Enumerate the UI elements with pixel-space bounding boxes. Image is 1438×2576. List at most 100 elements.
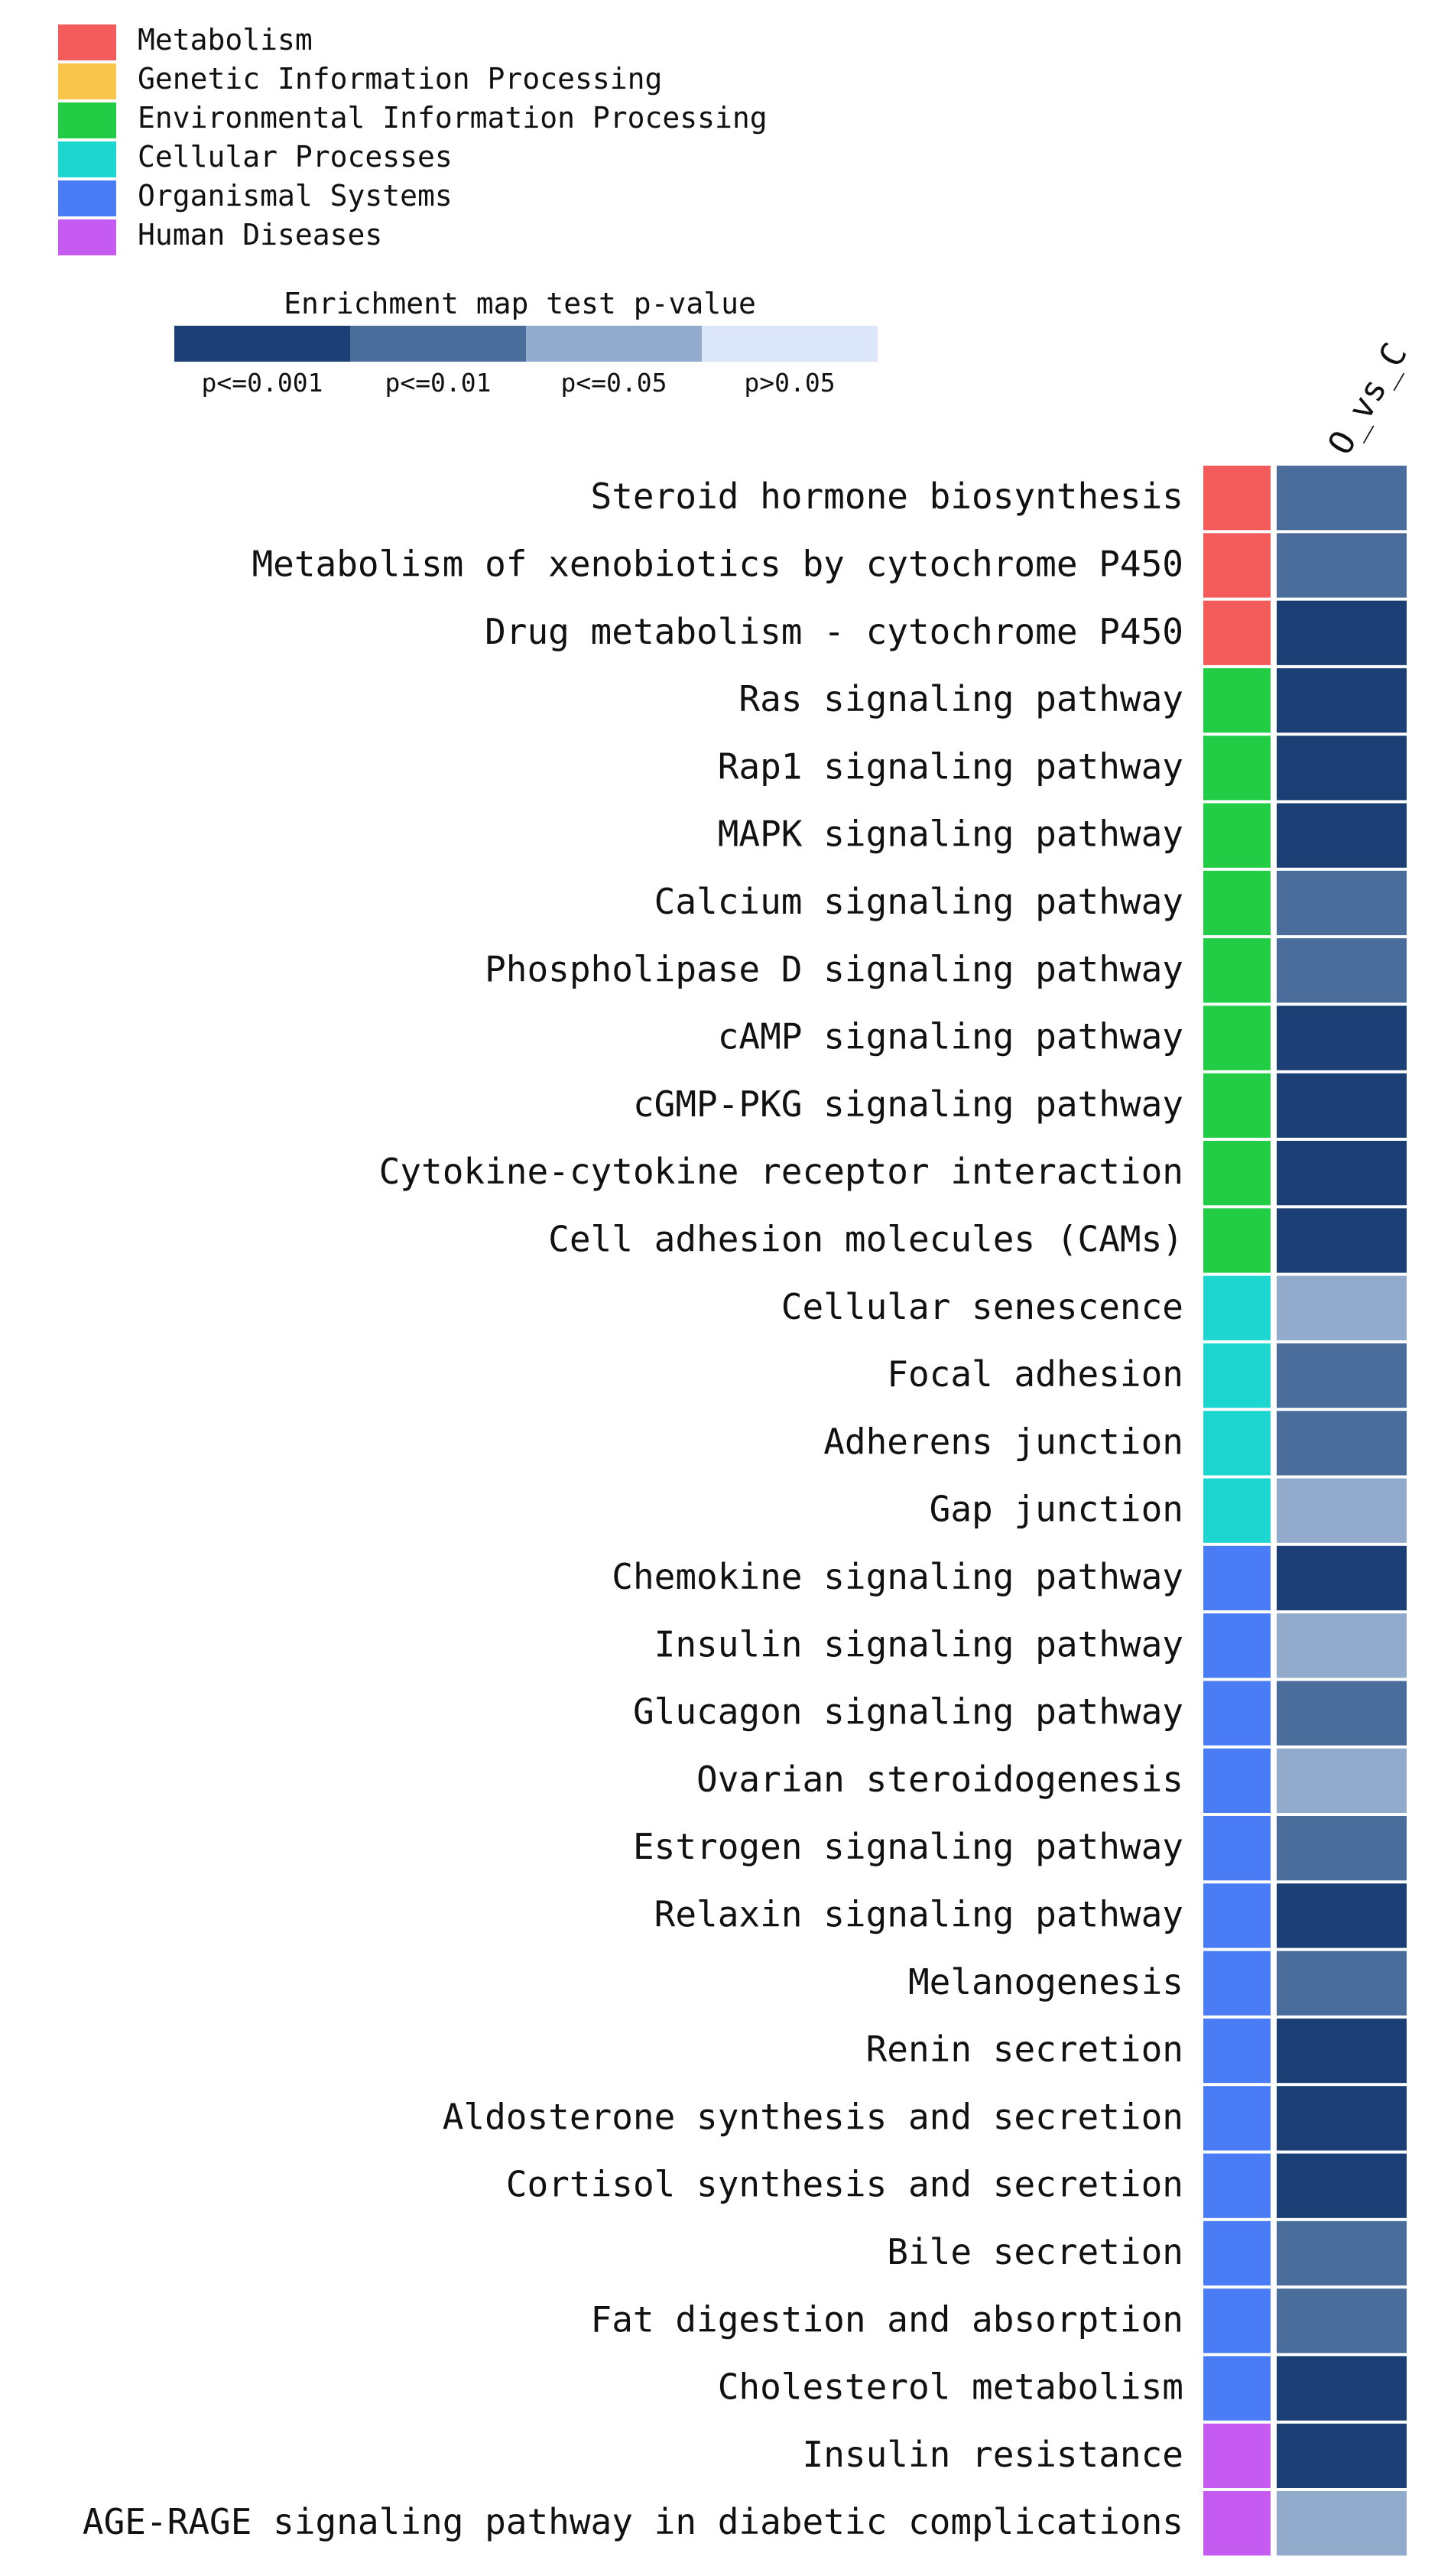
pvalue-legend-swatch — [526, 326, 702, 362]
category-legend-swatch — [58, 141, 116, 177]
category-strip-cell — [1203, 668, 1271, 733]
category-strip-cell — [1203, 2086, 1271, 2151]
heatmap-cell — [1277, 1816, 1407, 1881]
category-strip-cell — [1203, 1545, 1271, 1611]
category-strip-cell — [1203, 1208, 1271, 1273]
pvalue-legend-label: p<=0.05 — [560, 368, 667, 398]
heatmap-cell — [1277, 1545, 1407, 1611]
category-strip-cell — [1203, 2153, 1271, 2218]
pvalue-legend-swatch — [174, 326, 350, 362]
category-strip-cell — [1203, 1343, 1271, 1408]
pathway-label: Adherens junction — [823, 1421, 1183, 1462]
heatmap-cell — [1277, 1883, 1407, 1948]
category-strip-cell — [1203, 1005, 1271, 1070]
category-strip-cell — [1203, 2491, 1271, 2556]
heatmap-cell — [1277, 2086, 1407, 2151]
pathway-label: Rap1 signaling pathway — [718, 746, 1183, 787]
category-strip-cell — [1203, 736, 1271, 801]
pathway-label: Estrogen signaling pathway — [633, 1826, 1183, 1867]
pathway-label: Metabolism of xenobiotics by cytochrome … — [252, 543, 1183, 584]
heatmap-cell — [1277, 668, 1407, 733]
category-strip-cell — [1203, 1141, 1271, 1206]
category-legend-swatch — [58, 63, 116, 99]
heatmap-cell — [1277, 938, 1407, 1003]
category-legend-label: Organismal Systems — [138, 179, 453, 213]
category-strip-cell — [1203, 803, 1271, 868]
pathway-label: Aldosterone synthesis and secretion — [443, 2096, 1183, 2137]
heatmap-cell — [1277, 1005, 1407, 1070]
pvalue-legend-label: p<=0.01 — [385, 368, 491, 398]
pathway-label: Fat digestion and absorption — [591, 2298, 1183, 2340]
heatmap-cell — [1277, 2356, 1407, 2421]
pvalue-legend-title: Enrichment map test p-value — [284, 287, 756, 320]
heatmap-cell — [1277, 1141, 1407, 1206]
pathway-label: Drug metabolism - cytochrome P450 — [485, 611, 1183, 652]
pathway-label: Melanogenesis — [908, 1961, 1183, 2003]
pvalue-legend-swatch — [350, 326, 526, 362]
category-legend-label: Cellular Processes — [138, 140, 453, 174]
category-legend-label: Metabolism — [138, 23, 313, 57]
pathway-label: Ovarian steroidogenesis — [696, 1759, 1183, 1800]
heatmap-cell — [1277, 2220, 1407, 2286]
heatmap-cell — [1277, 1073, 1407, 1138]
category-strip-cell — [1203, 870, 1271, 936]
pathway-label: Calcium signaling pathway — [654, 881, 1183, 922]
pathway-label: Cortisol synthesis and secretion — [506, 2164, 1183, 2205]
heatmap-cell — [1277, 1208, 1407, 1273]
category-legend-swatch — [58, 102, 116, 138]
category-strip-cell — [1203, 1748, 1271, 1813]
pathway-label: Bile secretion — [887, 2231, 1183, 2272]
pathway-label: Steroid hormone biosynthesis — [591, 476, 1183, 517]
pathway-label: Ras signaling pathway — [738, 678, 1183, 720]
category-strip-cell — [1203, 533, 1271, 598]
category-strip-cell — [1203, 2423, 1271, 2488]
category-strip-cell — [1203, 466, 1271, 531]
pathway-label: Cellular senescence — [781, 1286, 1183, 1327]
heatmap-cell — [1277, 600, 1407, 665]
heatmap-cell — [1277, 803, 1407, 868]
heatmap-cell — [1277, 1411, 1407, 1476]
category-strip-cell — [1203, 2356, 1271, 2421]
pvalue-legend-label: p<=0.001 — [202, 368, 323, 398]
category-strip-cell — [1203, 1816, 1271, 1881]
pathway-label: Focal adhesion — [887, 1353, 1183, 1395]
heatmap-cell — [1277, 1478, 1407, 1543]
category-strip-cell — [1203, 1073, 1271, 1138]
pathway-label: Cholesterol metabolism — [718, 2366, 1183, 2408]
pathway-label: cAMP signaling pathway — [718, 1016, 1183, 1057]
pathway-label: Insulin signaling pathway — [654, 1623, 1183, 1665]
heatmap-cell — [1277, 533, 1407, 598]
category-strip-cell — [1203, 600, 1271, 665]
category-legend-swatch — [58, 219, 116, 255]
heatmap-cell — [1277, 2423, 1407, 2488]
pathway-label: Gap junction — [930, 1489, 1183, 1530]
category-strip-cell — [1203, 2018, 1271, 2084]
heatmap-cell — [1277, 466, 1407, 531]
pathway-label: Phospholipase D signaling pathway — [485, 948, 1183, 989]
pvalue-legend: Enrichment map test p-value p<=0.001 p<=0… — [174, 287, 878, 398]
heatmap-cell — [1277, 2289, 1407, 2353]
category-strip-cell — [1203, 1883, 1271, 1948]
pathway-label: Cell adhesion molecules (CAMs) — [548, 1218, 1183, 1259]
pathway-label: Relaxin signaling pathway — [654, 1893, 1183, 1934]
heatmap-cell — [1277, 2491, 1407, 2556]
heatmap-cells — [1277, 466, 1407, 2556]
pathway-label: Renin secretion — [866, 2029, 1183, 2070]
pvalue-legend-swatch — [702, 326, 878, 362]
category-strip-cell — [1203, 1275, 1271, 1340]
heatmap-cell — [1277, 1343, 1407, 1408]
category-strip-cell — [1203, 1613, 1271, 1678]
pathway-label: Chemokine signaling pathway — [612, 1556, 1183, 1597]
category-legend-label: Environmental Information Processing — [138, 101, 768, 135]
heatmap-cell — [1277, 1681, 1407, 1746]
pathway-label: cGMP-PKG signaling pathway — [633, 1083, 1183, 1125]
category-legend-swatch — [58, 180, 116, 216]
category-legend-swatch — [58, 24, 116, 60]
heatmap-cell — [1277, 2018, 1407, 2084]
heatmap-cell — [1277, 1951, 1407, 2016]
category-strip-cell — [1203, 1951, 1271, 2016]
category-strip-cell — [1203, 1411, 1271, 1476]
category-strip-cell — [1203, 2220, 1271, 2286]
